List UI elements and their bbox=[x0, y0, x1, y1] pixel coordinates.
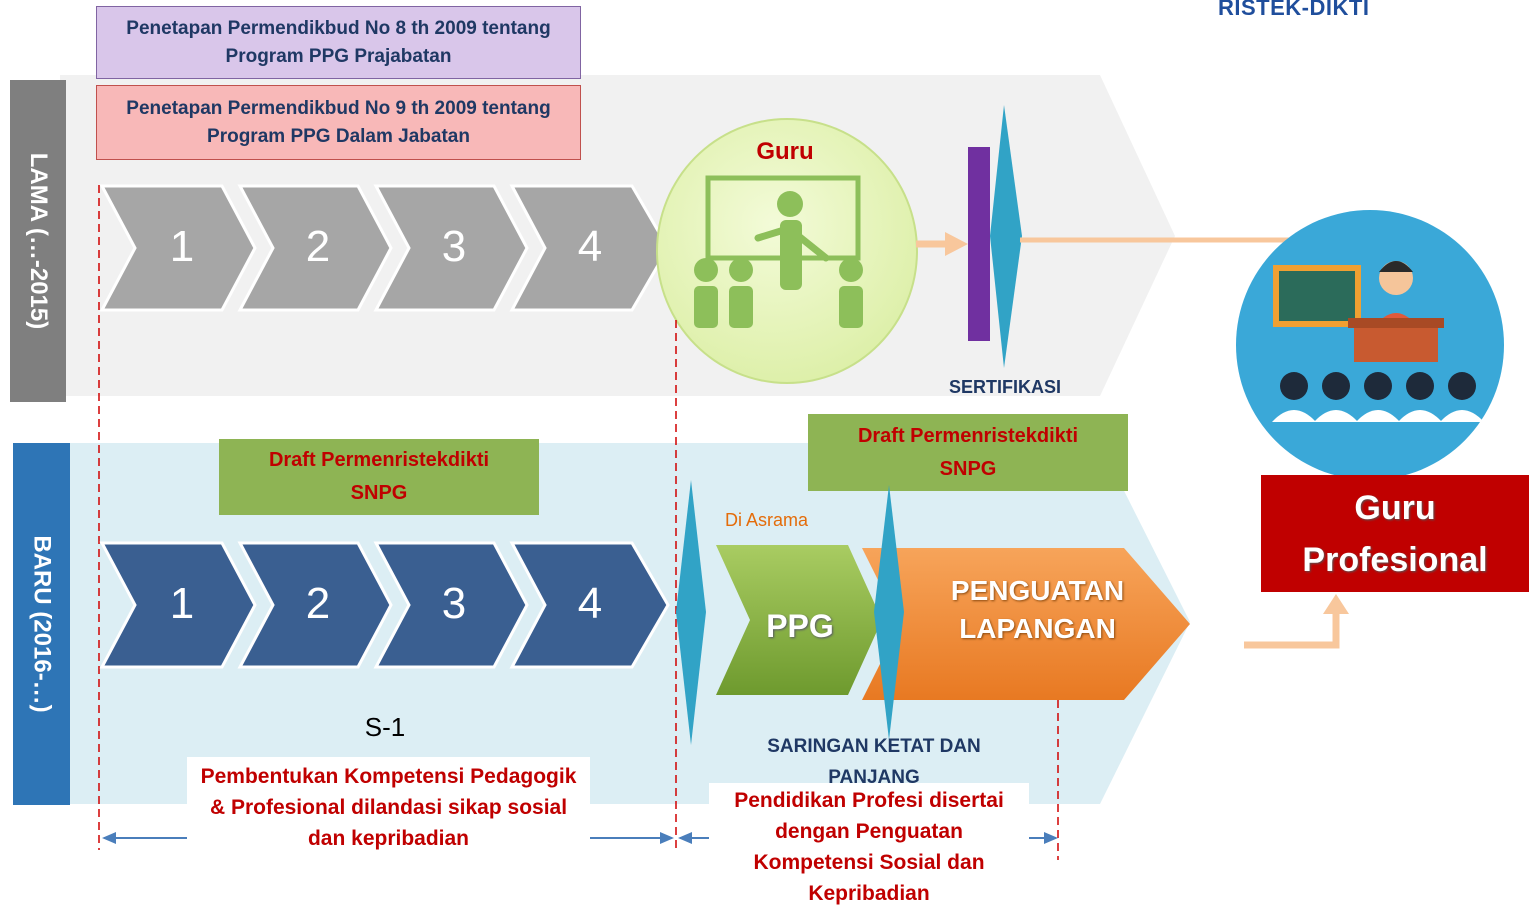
pendidikan-box: Pendidikan Profesi disertai dengan Pengu… bbox=[709, 783, 1029, 907]
old-chevron-3 bbox=[373, 184, 529, 312]
teacher-classroom-icon bbox=[694, 175, 863, 328]
regulation-box-prajabatan: Penetapan Permendikbud No 8 th 2009 tent… bbox=[96, 6, 581, 79]
logo: RISTEK-DIKTI bbox=[1218, 0, 1378, 24]
diamond-2 bbox=[874, 485, 904, 740]
old-chevron-1 bbox=[99, 184, 257, 312]
new-step-3: 3 bbox=[441, 579, 467, 628]
ppg-label: PPG bbox=[766, 608, 834, 644]
old-step-3: 3 bbox=[441, 222, 467, 271]
new-step-1: 1 bbox=[169, 579, 195, 628]
new-chevron-2 bbox=[237, 541, 393, 669]
asrama-label: Di Asrama bbox=[725, 510, 809, 530]
draft-box-2: Draft Permenristekdikti SNPG bbox=[808, 414, 1128, 491]
guru-profesional-label: Guru Profesional bbox=[1261, 475, 1529, 592]
new-step-4: 4 bbox=[577, 579, 603, 628]
pembentukan-box: Pembentukan Kompetensi Pedagogik & Profe… bbox=[187, 757, 590, 900]
old-step-4: 4 bbox=[577, 222, 603, 271]
result-arrow bbox=[1244, 594, 1349, 649]
new-chevron-3 bbox=[373, 541, 529, 669]
old-step-1: 1 bbox=[169, 222, 195, 271]
diamond-1 bbox=[676, 480, 706, 745]
penguatan-arrow bbox=[862, 548, 1190, 700]
guru-label: Guru bbox=[756, 138, 814, 165]
new-chevron-4 bbox=[509, 541, 670, 669]
saringan-label: SARINGAN KETAT DAN PANJANG bbox=[767, 736, 981, 788]
new-chevron-1 bbox=[99, 541, 257, 669]
old-chevron-4 bbox=[509, 184, 670, 312]
new-step-2: 2 bbox=[305, 579, 331, 628]
regulation-box-dalam-jabatan: Penetapan Permendikbud No 9 th 2009 tent… bbox=[96, 85, 581, 160]
old-step-2: 2 bbox=[305, 222, 331, 271]
penguatan-label: PENGUATAN LAPANGAN bbox=[950, 575, 1125, 644]
teacher-audience-icon bbox=[1272, 261, 1484, 422]
old-row-label: LAMA (…-2015) bbox=[10, 80, 66, 402]
old-chevrons bbox=[99, 184, 670, 312]
draft-box-1: Draft Permenristekdikti SNPG bbox=[219, 439, 539, 515]
old-chevron-2 bbox=[237, 184, 393, 312]
ppg-arrow bbox=[716, 545, 882, 695]
new-chevrons bbox=[99, 480, 1190, 745]
new-row-label: BARU (2016-…) bbox=[13, 443, 70, 805]
sertifikasi-label: SERTIFIKASI bbox=[948, 377, 1061, 397]
s1-label: S-1 bbox=[364, 712, 406, 742]
